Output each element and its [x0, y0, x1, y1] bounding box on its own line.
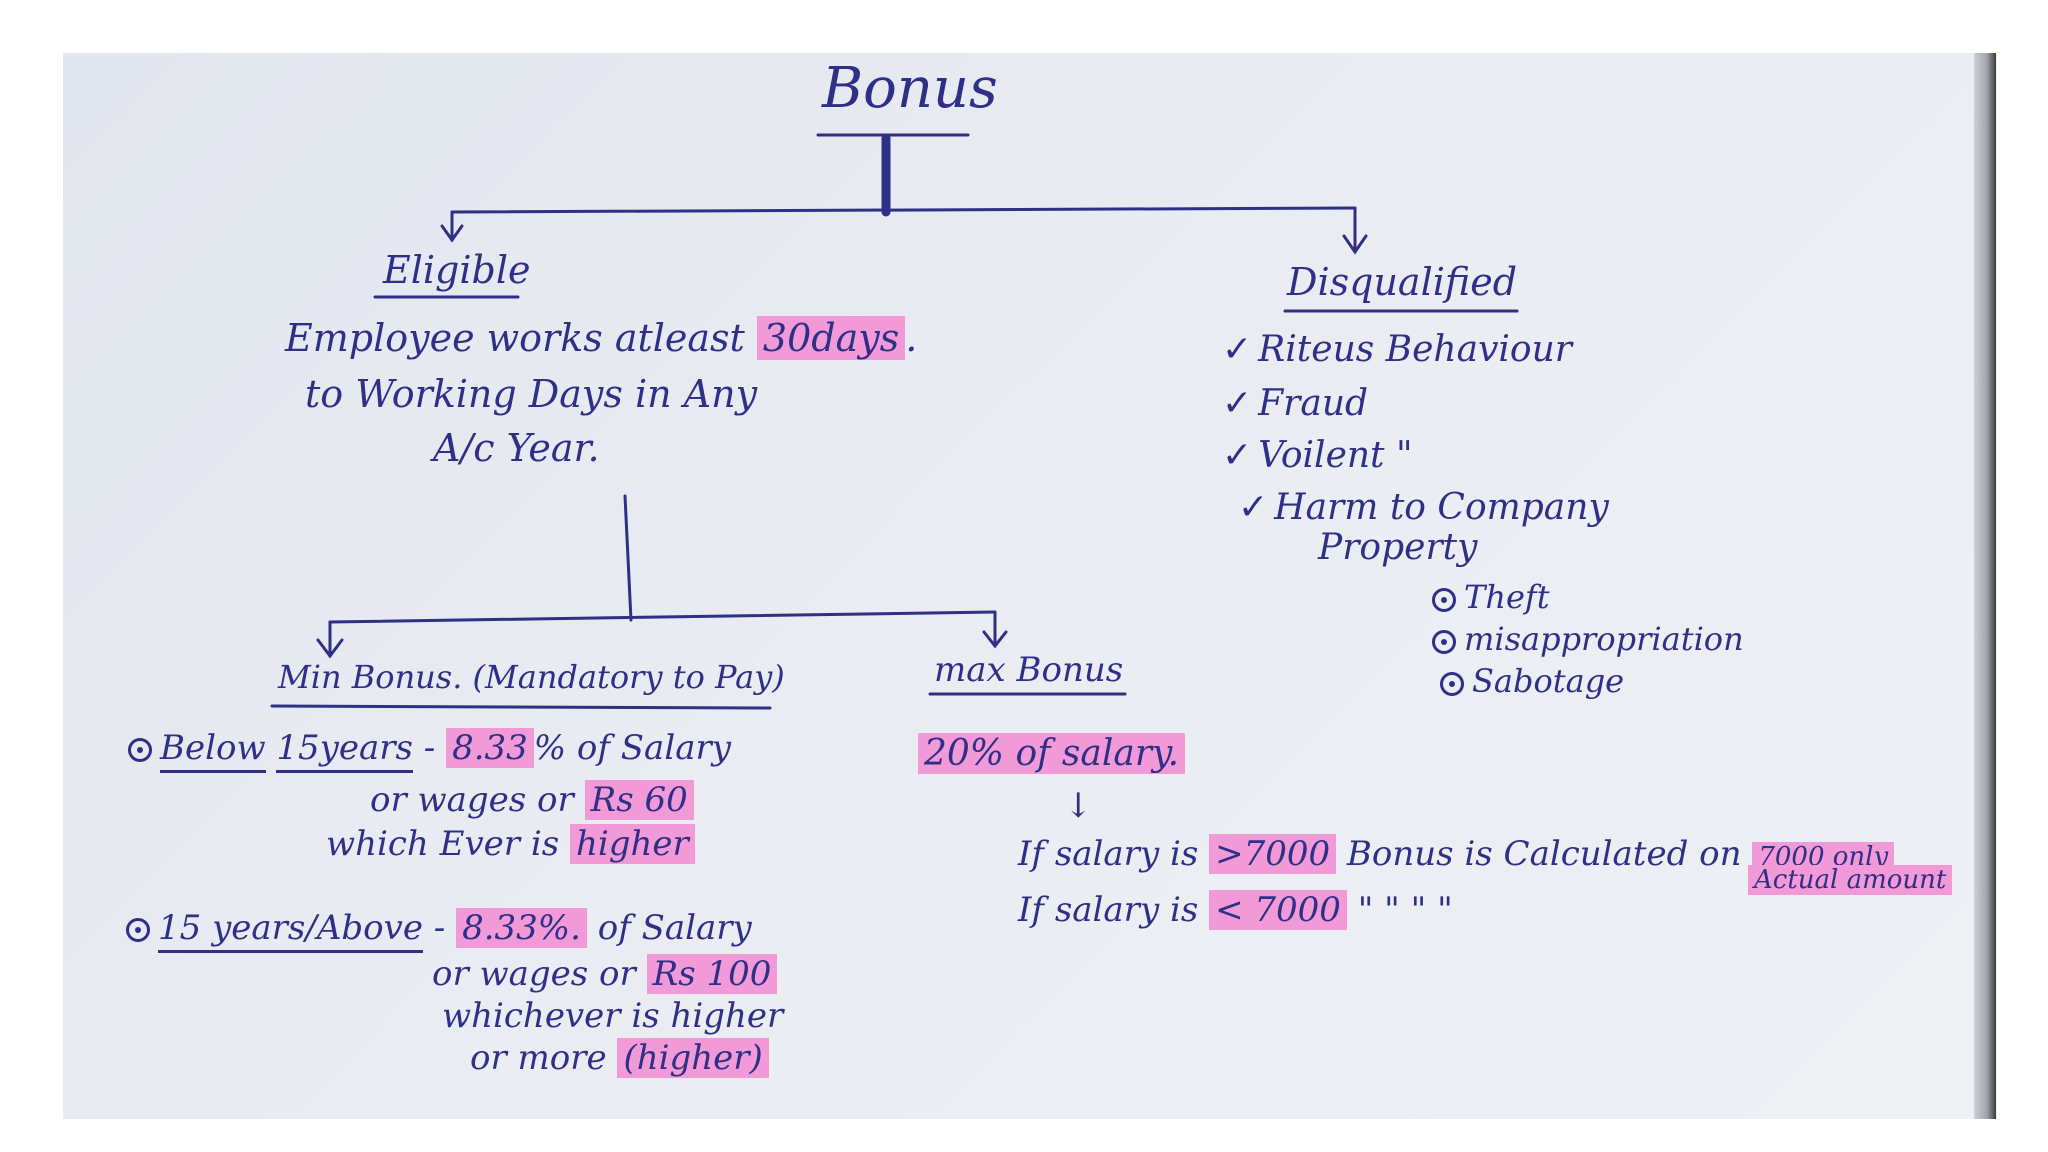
min-below-label: Below	[160, 728, 266, 773]
max-cond-1-highlight: >7000	[1209, 834, 1337, 874]
min-arrow-head	[316, 638, 344, 659]
min-above-more: or more	[470, 1038, 607, 1078]
min-above-pct-post: of Salary	[597, 908, 752, 948]
min-below-wages: or wages or	[370, 780, 574, 820]
bullet-icon	[1432, 587, 1456, 612]
min-below-which: which Ever is	[326, 824, 560, 864]
disqualified-subitem-1-text: Theft	[1464, 578, 1550, 616]
min-below-line-1: Below 15years - 8.33% of Salary	[128, 728, 731, 773]
min-below-line-2: or wages or Rs 60	[370, 780, 694, 820]
disqualified-subitem-3-text: Sabotage	[1472, 662, 1625, 700]
disqualified-heading: Disqualified	[1287, 260, 1518, 304]
max-bonus-heading: max Bonus	[934, 650, 1124, 690]
disqualified-item-2-text: Fraud	[1258, 383, 1369, 424]
check-icon: ✓	[1222, 383, 1253, 424]
min-bonus-underline	[270, 704, 772, 710]
min-above-line-3: whichever is higher	[442, 996, 784, 1036]
min-below-dash: -	[423, 728, 436, 768]
disqualified-item-4: ✓Harm to Company	[1238, 488, 1609, 528]
min-above-dash: -	[433, 908, 446, 948]
eligible-heading: Eligible	[383, 248, 531, 292]
eligible-desc-text: Employee works atleast	[285, 316, 745, 360]
min-below-line-3: which Ever is higher	[326, 824, 695, 864]
left-arrow-head	[440, 224, 464, 243]
bullet-icon	[1432, 629, 1456, 654]
disqualified-item-3: ✓Voilent "	[1222, 436, 1413, 476]
sub-branch-line	[328, 610, 997, 624]
eligible-desc-line-3: A/c Year.	[433, 426, 600, 470]
min-below-pct-post: % of Salary	[533, 728, 731, 768]
max-cond-2-pre: If salary is	[1018, 890, 1199, 930]
check-icon: ✓	[1238, 487, 1269, 528]
eligible-days-highlight: 30days	[756, 316, 906, 360]
max-cond-2: If salary is < 7000 " " " "	[1018, 890, 1453, 930]
min-below-rs-highlight: Rs 60	[584, 780, 694, 820]
min-below-years: 15years	[276, 728, 413, 773]
max-cond-2-end: Actual amount	[1748, 865, 1953, 895]
check-icon: ✓	[1222, 329, 1253, 370]
disqualified-item-1-text: Riteus Behaviour	[1258, 329, 1572, 370]
eligible-desc-line-2: to Working Days in Any	[305, 372, 758, 416]
min-above-line-2: or wages or Rs 100	[432, 954, 778, 994]
max-bonus-pct: 20% of salary.	[918, 733, 1186, 774]
min-bonus-heading: Min Bonus. (Mandatory to Pay)	[278, 658, 785, 696]
max-bonus-arrow-icon: ↓	[1064, 786, 1093, 826]
min-above-higher-highlight: (higher)	[617, 1038, 769, 1078]
eligible-desc-line-1: Employee works atleast 30days.	[285, 316, 918, 360]
paper-sheet	[63, 53, 1997, 1119]
disqualified-item-2: ✓Fraud	[1222, 384, 1368, 424]
bullet-icon	[1440, 671, 1464, 696]
max-cond-2-end-highlight: Actual amount	[1748, 865, 1953, 895]
disqualified-subitem-2: misappropriation	[1432, 620, 1744, 658]
bullet-icon	[128, 738, 152, 762]
paper-edge-shadow	[1974, 53, 1996, 1119]
min-below-pct-highlight: 8.33	[446, 728, 534, 768]
right-arrow-head	[1342, 234, 1368, 255]
disqualified-item-4-text: Harm to Company	[1274, 487, 1609, 528]
min-above-line-4: or more (higher)	[470, 1038, 769, 1078]
max-bonus-pct-highlight: 20% of salary.	[918, 733, 1186, 774]
check-icon: ✓	[1222, 435, 1253, 476]
max-cond-2-ditto: " " " "	[1357, 890, 1453, 930]
bullet-icon	[126, 918, 150, 942]
disqualified-subitem-3: Sabotage	[1440, 662, 1625, 700]
disqualified-subitem-2-text: misappropriation	[1464, 620, 1744, 658]
disqualified-item-4-cont: Property	[1318, 527, 1478, 568]
min-above-label: 15 years/Above	[158, 908, 423, 953]
max-cond-2-highlight: < 7000	[1209, 890, 1347, 930]
disqualified-item-1: ✓Riteus Behaviour	[1222, 330, 1572, 370]
title-bonus: Bonus	[822, 56, 998, 121]
max-arrow-head	[982, 630, 1008, 649]
min-above-pct-highlight: 8.33%.	[456, 908, 587, 948]
min-below-higher-highlight: higher	[569, 824, 695, 864]
eligible-desc-period: .	[905, 316, 918, 360]
min-above-line-1: 15 years/Above - 8.33%. of Salary	[126, 908, 752, 953]
min-above-rs-highlight: Rs 100	[646, 954, 778, 994]
max-cond-1-mid: Bonus is Calculated on	[1346, 834, 1742, 874]
max-cond-1-pre: If salary is	[1018, 834, 1199, 874]
min-above-wages: or wages or	[432, 954, 636, 994]
top-branch-line	[450, 206, 1357, 214]
disqualified-subitem-1: Theft	[1432, 578, 1550, 616]
eligible-stem	[623, 494, 633, 622]
disqualified-item-3-text: Voilent "	[1258, 435, 1413, 476]
